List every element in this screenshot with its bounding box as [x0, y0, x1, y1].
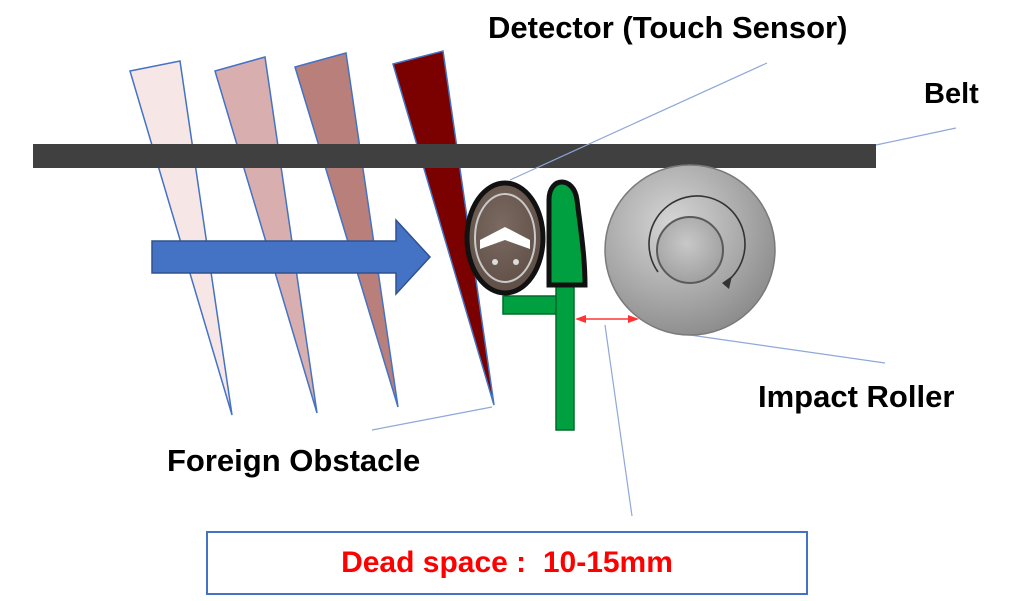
dimension-arrowhead-left: [575, 315, 586, 323]
obstacle-shape-2: [214, 56, 318, 414]
rotation-arrowhead: [722, 276, 732, 289]
belt: [33, 144, 876, 168]
leader-line-obstacle: [371, 406, 493, 431]
bracket-horizontal: [502, 295, 558, 315]
detector-paddle: [546, 179, 588, 288]
detector-label: Detector (Touch Sensor): [488, 10, 848, 45]
foreign-obstacle-label: Foreign Obstacle: [167, 443, 421, 478]
leader-line-detector: [509, 62, 768, 181]
dead-space-callout: Dead space : 10-15mm: [206, 531, 808, 595]
leader-line-deadspace: [604, 324, 633, 517]
leader-line-belt: [875, 127, 957, 146]
dead-space-text: Dead space : 10-15mm: [341, 546, 673, 579]
detector-face: [474, 193, 536, 283]
direction-arrow: [151, 218, 432, 296]
detector-window: [480, 227, 530, 249]
obstacle-shape-1: [129, 60, 233, 416]
impact-roller-label: Impact Roller: [758, 379, 955, 414]
leader-line-roller: [689, 334, 886, 364]
obstacle-shape-3: [294, 52, 399, 408]
dimension-arrowhead-right: [628, 315, 639, 323]
belt-label: Belt: [924, 78, 979, 110]
rotation-arrow-icon: [648, 195, 746, 284]
detector-dot-right: [513, 259, 519, 265]
detector-dot-left: [492, 259, 498, 265]
impact-roller-hub: [656, 216, 724, 284]
